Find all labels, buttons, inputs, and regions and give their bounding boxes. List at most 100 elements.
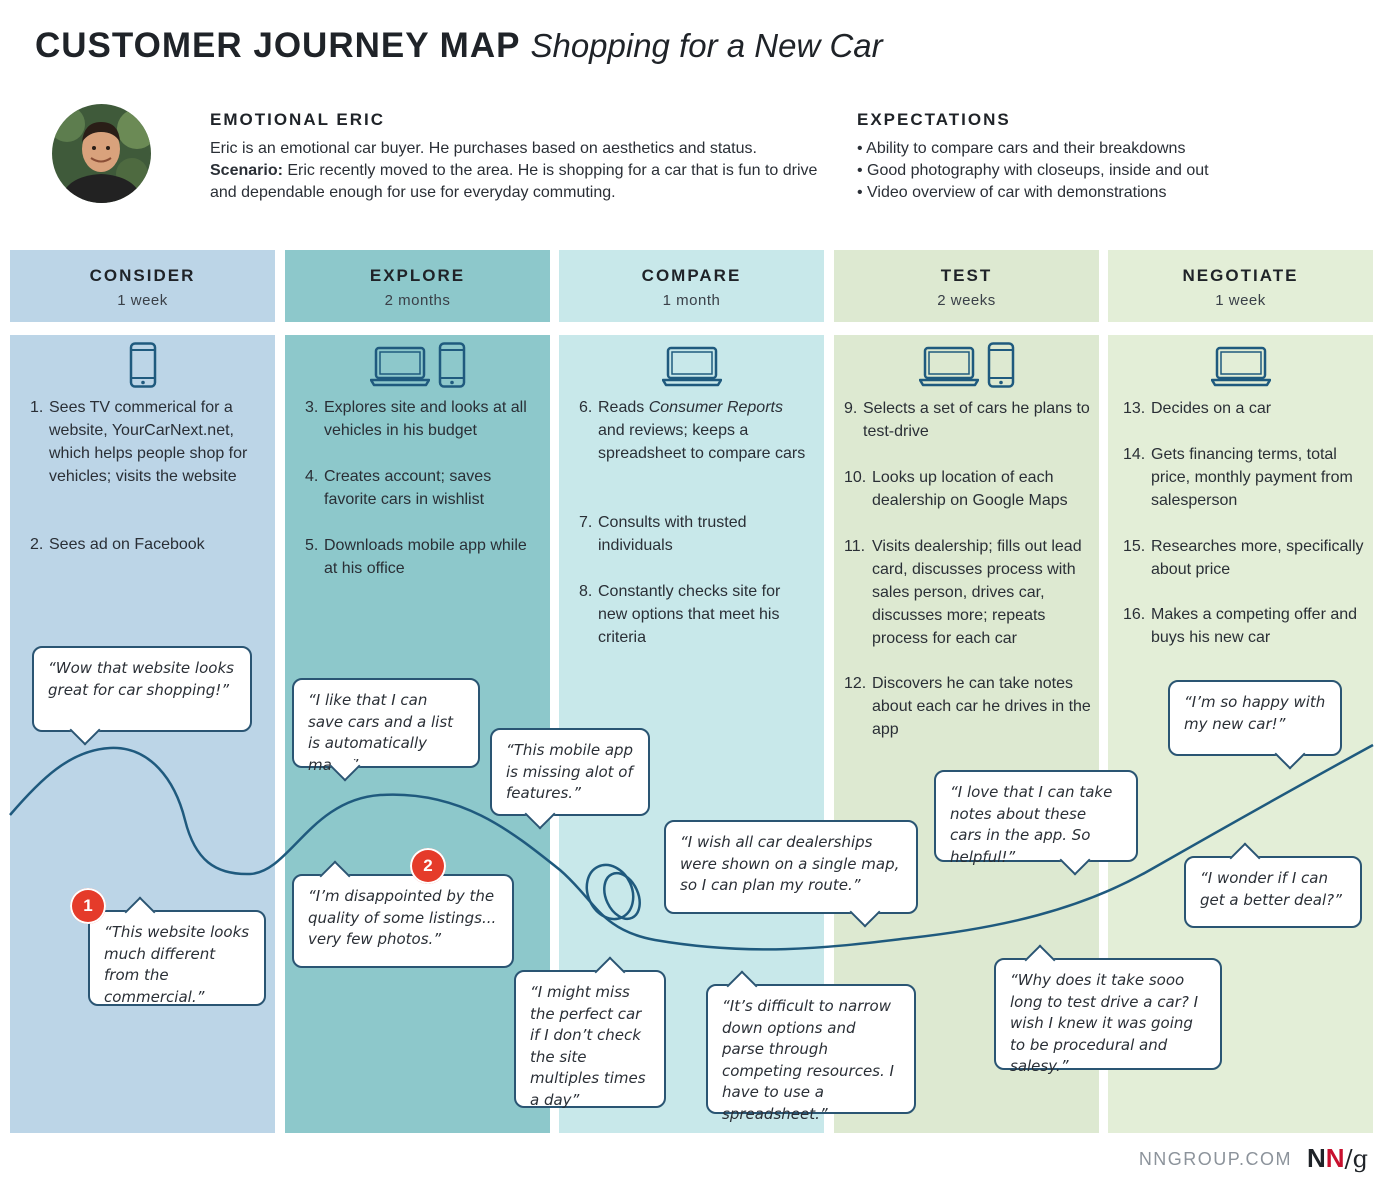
quote-text: “I wonder if I can get a better deal?” (1200, 869, 1342, 909)
quote-bubble: “I love that I can take notes about thes… (934, 770, 1138, 866)
step-number: 11. (844, 538, 866, 555)
journey-step: 12. Discovers he can take notes about eac… (844, 672, 1094, 741)
quote-text: “I might miss the perfect car if I don’t… (530, 983, 646, 1109)
step-text: Explores site and looks at all vehicles … (324, 399, 527, 439)
phase-duration: 2 months (384, 292, 451, 309)
step-number: 1. (30, 399, 44, 416)
step-text: Researches more, specifically about pric… (1151, 538, 1364, 578)
logo-n2: N (1325, 1143, 1345, 1173)
pain-point-badge: 1 (70, 888, 106, 924)
device-icons (661, 342, 730, 388)
logo-n1: N (1306, 1143, 1326, 1173)
journey-step: 3. Explores site and looks at all vehicle… (305, 396, 540, 442)
step-text-rest: and reviews; keeps a spreadsheet to comp… (598, 422, 806, 462)
step-number: 9. (844, 400, 858, 417)
quote-bubble: “I might miss the perfect car if I don’t… (514, 970, 666, 1109)
journey-step: 4. Creates account; saves favorite cars i… (305, 465, 540, 511)
quote-text: “I wish all car dealerships were shown o… (680, 833, 900, 894)
laptop-icon (918, 346, 979, 387)
step-number: 4. (305, 468, 319, 485)
journey-step: 13.Decides on a car (1123, 397, 1368, 420)
quote-text: “I’m disappointed by the quality of some… (308, 887, 497, 948)
nng-logo: NN/g (1307, 1143, 1368, 1174)
phone-icon (987, 342, 1014, 388)
footer-site[interactable]: NNGROUP.COM (1138, 1149, 1292, 1169)
quote-text: “I love that I can take notes about thes… (950, 783, 1113, 866)
step-text: Sees ad on Facebook (49, 536, 205, 553)
journey-step: 14.Gets financing terms, total price, mo… (1123, 443, 1368, 512)
journey-step: 2. Sees ad on Facebook (30, 533, 265, 556)
phase-header-negotiate: NEGOTIATE 1 week (1108, 250, 1373, 322)
phase-name: CONSIDER (89, 266, 196, 285)
phone-icon (129, 342, 156, 388)
journey-step: 1. Sees TV commerical for a website, Your… (30, 396, 265, 488)
quote-text: “This website looks much different from … (104, 923, 250, 1006)
laptop-icon (1210, 346, 1271, 387)
quote-bubble: “This website looks much different from … (88, 910, 266, 1006)
persona-name: EMOTIONAL ERIC (210, 110, 386, 129)
step-text: Creates account; saves favorite cars in … (324, 468, 492, 508)
journey-step: 15. Researches more, specifically about p… (1123, 535, 1368, 581)
step-number: 8. (579, 583, 593, 600)
step-text: Looks up location of each dealership on … (872, 469, 1068, 509)
pain-point-badge: 2 (410, 848, 446, 884)
step-number: 3. (305, 399, 319, 416)
step-number: 16. (1123, 606, 1146, 623)
quote-bubble: “I’m so happy with my new car!” (1168, 680, 1342, 756)
emotion-curve (9, 743, 1374, 951)
quote-text: “Why does it take sooo long to test driv… (1010, 971, 1198, 1075)
expectation-item: Good photography with closeups, inside a… (857, 160, 1209, 182)
quote-bubble: “I’m disappointed by the quality of some… (292, 874, 514, 968)
journey-step: 7. Consults with trusted individuals (579, 511, 814, 557)
emotion-curve-loop (585, 863, 641, 921)
step-number: 2. (30, 536, 44, 553)
phase-duration: 1 week (1215, 292, 1266, 309)
phase-name: NEGOTIATE (1182, 266, 1299, 285)
step-text-publication: Consumer Reports (648, 399, 783, 416)
phone-icon (438, 342, 465, 388)
step-text-pre: Reads (598, 399, 645, 416)
persona-description: Eric is an emotional car buyer. He purch… (210, 138, 820, 204)
quote-text: “Wow that website looks great for car sh… (48, 659, 234, 699)
scenario-label: Scenario: (210, 162, 283, 179)
expectations-list: Ability to compare cars and their breakd… (857, 138, 1209, 204)
step-text: Selects a set of cars he plans to test-d… (863, 400, 1090, 440)
phase-duration: 2 weeks (937, 292, 996, 309)
scenario-text: Eric recently moved to the area. He is s… (210, 162, 818, 201)
step-number: 5. (305, 537, 319, 554)
step-text: Makes a competing offer and buys his new… (1151, 606, 1358, 646)
journey-step: 10. Looks up location of each dealership … (844, 466, 1094, 512)
quote-text: “I’m so happy with my new car!” (1184, 693, 1326, 733)
expectation-item: Video overview of car with demonstration… (857, 182, 1209, 204)
quote-text: “It’s difficult to narrow down options a… (722, 997, 894, 1123)
step-text: Discovers he can take notes about each c… (872, 675, 1091, 738)
step-text: Downloads mobile app while at his office (324, 537, 527, 577)
laptop-icon (369, 346, 430, 387)
quote-bubble: “Why does it take sooo long to test driv… (994, 958, 1222, 1075)
device-icons (1210, 342, 1279, 388)
step-number: 6. (579, 399, 593, 416)
persona-line: Eric is an emotional car buyer. He purch… (210, 140, 757, 157)
step-number: 10. (844, 469, 867, 486)
step-text: Sees TV commerical for a website, YourCa… (49, 399, 248, 485)
journey-step: 16. Makes a competing offer and buys his … (1123, 603, 1368, 649)
device-icons (129, 342, 165, 388)
expectations-title: EXPECTATIONS (857, 110, 1011, 129)
persona-scenario: Scenario: Eric recently moved to the are… (210, 160, 820, 204)
step-number: 12. (844, 675, 867, 692)
step-number: 13. (1123, 400, 1146, 417)
step-text: Gets financing terms, total price, month… (1151, 446, 1353, 509)
title-subtitle: Shopping for a New Car (530, 27, 883, 64)
step-number: 15. (1123, 538, 1146, 555)
step-number: 7. (579, 514, 593, 531)
quote-bubble: “I wonder if I can get a better deal?” (1184, 856, 1362, 928)
step-text: Consults with trusted individuals (598, 514, 747, 554)
persona-avatar (52, 104, 151, 203)
phase-name: COMPARE (641, 266, 742, 285)
quote-text: “This mobile app is missing alot of feat… (506, 741, 634, 802)
